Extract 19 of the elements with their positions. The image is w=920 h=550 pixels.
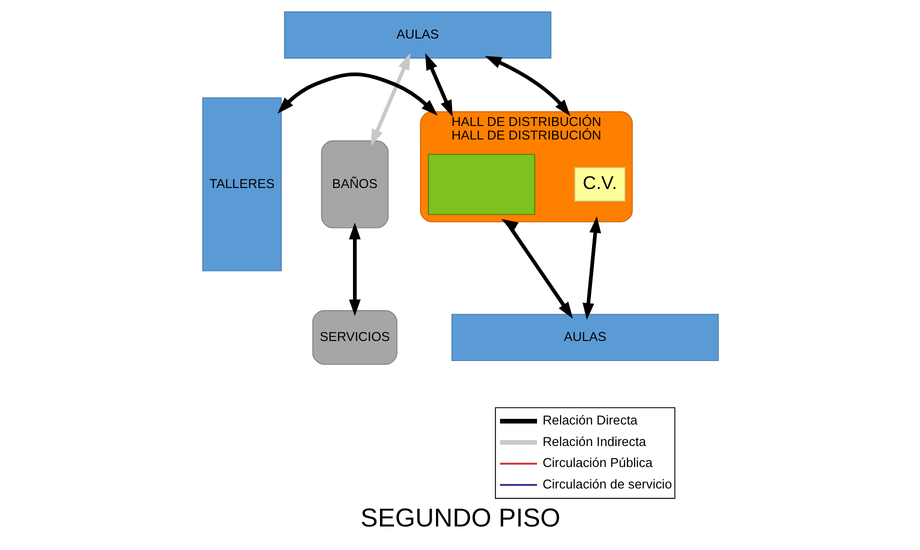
- legend-label: Circulación Pública: [542, 455, 652, 470]
- node-box: BAÑOS: [320, 140, 388, 228]
- arrow: [500, 218, 572, 319]
- arrow: [277, 72, 438, 116]
- arrow: [484, 56, 570, 116]
- legend-label: Relación Indirecta: [542, 434, 646, 449]
- diagram-title: SEGUNDO PISO: [360, 504, 560, 532]
- node-box: AULAS: [450, 314, 718, 362]
- node-box: TALLERES: [202, 97, 282, 272]
- node-box: AULAS: [284, 11, 551, 59]
- arrow: [370, 53, 410, 146]
- legend-label: Circulación de servicio: [542, 476, 672, 492]
- arrow: [582, 216, 601, 320]
- node-box: SERVICIOS: [312, 310, 397, 365]
- legend-label: Relación Directa: [542, 412, 637, 428]
- node-box: C.V.: [574, 167, 625, 202]
- arrow: [348, 222, 360, 316]
- arrow: [424, 53, 452, 117]
- node-box: [427, 154, 535, 215]
